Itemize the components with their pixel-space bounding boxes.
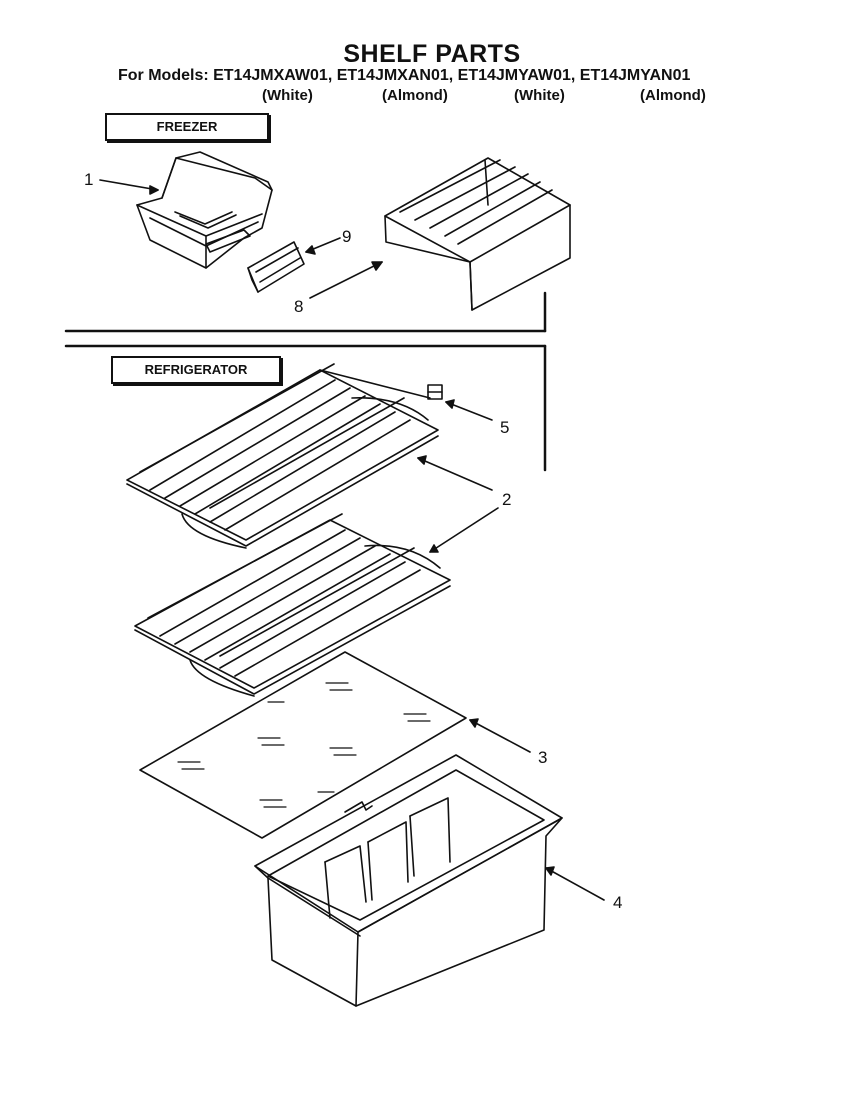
callout-9: 9 (342, 227, 352, 246)
crisper-drawer-part-4 (254, 754, 563, 1007)
callout-2: 2 (502, 490, 512, 509)
color-label-4: (Almond) (640, 87, 706, 104)
shelf-stop-part-5 (427, 384, 443, 400)
freezer-basket-part-1 (136, 151, 273, 269)
freezer-section-divider (64, 291, 547, 333)
callout-4: 4 (613, 893, 623, 912)
callout-3: 3 (538, 748, 548, 767)
basket-clip-part-9 (247, 241, 305, 293)
wire-shelf-upper-part-2 (126, 363, 439, 549)
page-title: SHELF PARTS (343, 40, 521, 68)
color-label-1: (White) (262, 87, 313, 104)
callout-5: 5 (500, 418, 510, 437)
refrigerator-section-label: REFRIGERATOR (111, 356, 281, 384)
callout-1: 1 (84, 170, 94, 189)
models-line: For Models: ET14JMXAW01, ET14JMXAN01, ET… (118, 67, 691, 84)
color-label-2: (Almond) (382, 87, 448, 104)
callout-leaders (99, 179, 605, 901)
color-label-3: (White) (514, 87, 565, 104)
freezer-section-label: FREEZER (105, 113, 269, 141)
glass-insert-part-3 (139, 651, 467, 839)
callout-8: 8 (294, 297, 304, 316)
freezer-shelf-part-8 (384, 157, 571, 311)
refrigerator-section-divider (64, 344, 547, 472)
wire-shelf-lower-part-2 (134, 513, 451, 697)
